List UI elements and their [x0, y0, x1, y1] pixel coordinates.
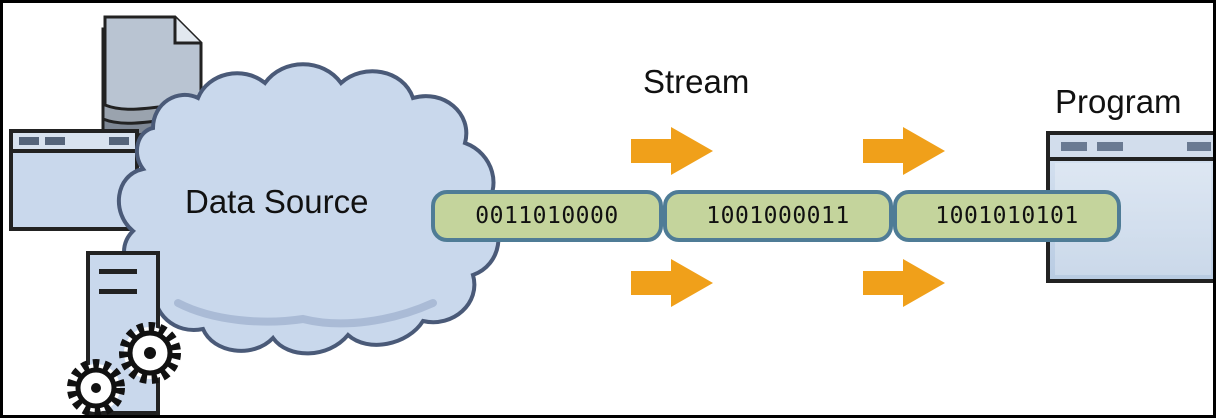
stream-segment: 1001010101 [893, 190, 1121, 242]
arrow-right-icon [863, 259, 945, 307]
program-label: Program [1055, 83, 1182, 120]
data-source-label: Data Source [185, 183, 369, 220]
stream-label: Stream [643, 63, 750, 100]
stream-segment: 0011010000 [431, 190, 663, 242]
diagram-graphics [9, 15, 1213, 415]
stream-segment: 1001000011 [663, 190, 893, 242]
arrow-right-icon [631, 259, 713, 307]
window-icon [9, 129, 139, 231]
arrow-right-icon [631, 127, 713, 175]
gear-icon [67, 359, 125, 415]
gear-icon [119, 322, 181, 384]
arrow-right-icon [863, 127, 945, 175]
program-window-icon [1046, 131, 1213, 283]
